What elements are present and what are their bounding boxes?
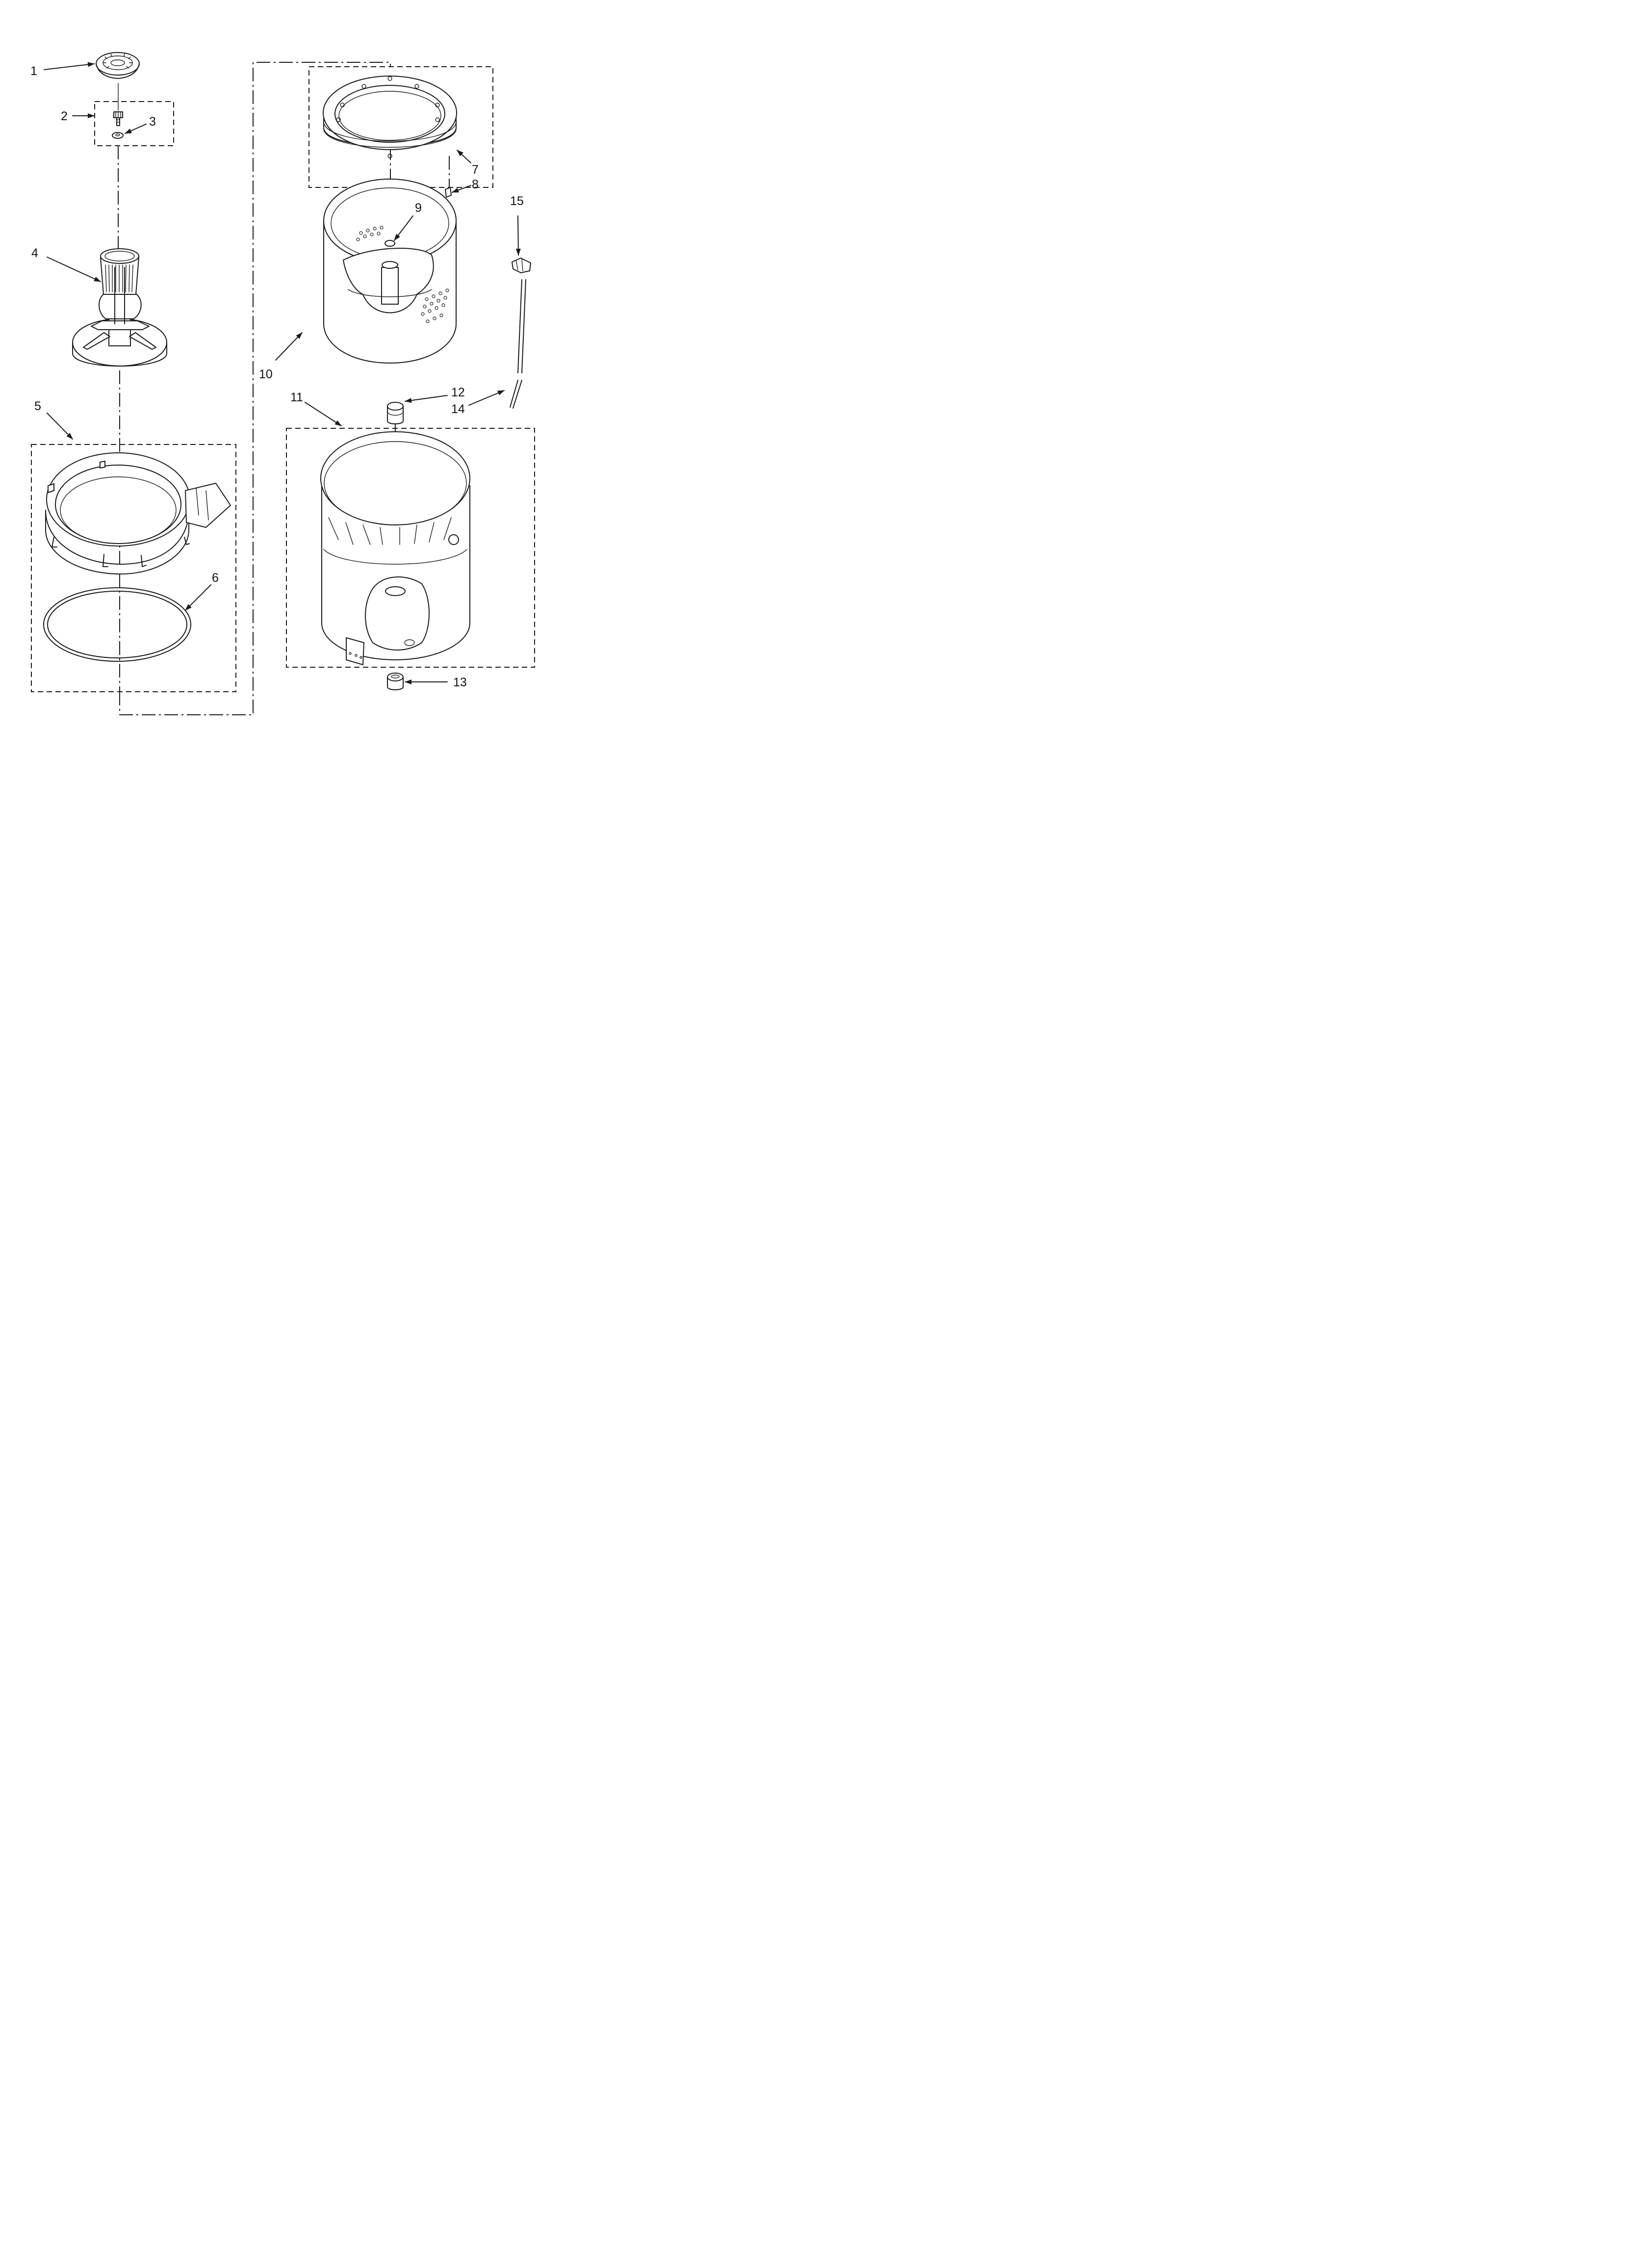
washer [112,132,124,139]
basket-perforations [356,226,449,323]
drain-plug [387,673,404,690]
agitator-cap [96,52,140,79]
callout-2: 2 [61,109,68,123]
callout-5: 5 [34,399,41,413]
group-box-2 [94,101,174,146]
agitator-bolt [113,111,123,126]
group-box-10 [308,66,493,188]
callout-11: 11 [290,391,303,404]
leader-arrows [44,62,521,684]
retaining-clip [445,187,452,198]
hose-clamp [512,258,531,273]
callout-14: 14 [451,402,465,416]
seal-ring [43,587,191,662]
group-box-11 [286,428,535,668]
group-box-5 [31,444,236,692]
callout-8: 8 [472,178,479,191]
callout-12: 12 [451,386,465,399]
tub-ring [45,452,231,574]
agitator [72,248,167,367]
parts-diagram: 1 2 3 4 5 6 7 8 9 10 11 12 13 14 15 [30,52,535,715]
callout-7: 7 [472,163,479,177]
callout-9: 9 [415,201,422,215]
callout-4: 4 [31,246,38,260]
callout-3: 3 [149,115,156,129]
drain-hose [510,279,526,409]
callout-15: 15 [510,194,524,208]
grommet [387,402,404,424]
balance-ring [323,76,457,158]
callout-labels: 1 2 3 4 5 6 7 8 9 10 11 12 13 14 15 [30,64,524,689]
callout-1: 1 [30,64,37,78]
spin-basket [323,179,457,364]
callout-10: 10 [259,367,273,381]
callout-6: 6 [212,571,219,585]
callout-13: 13 [453,676,467,689]
outer-tub [320,431,470,665]
